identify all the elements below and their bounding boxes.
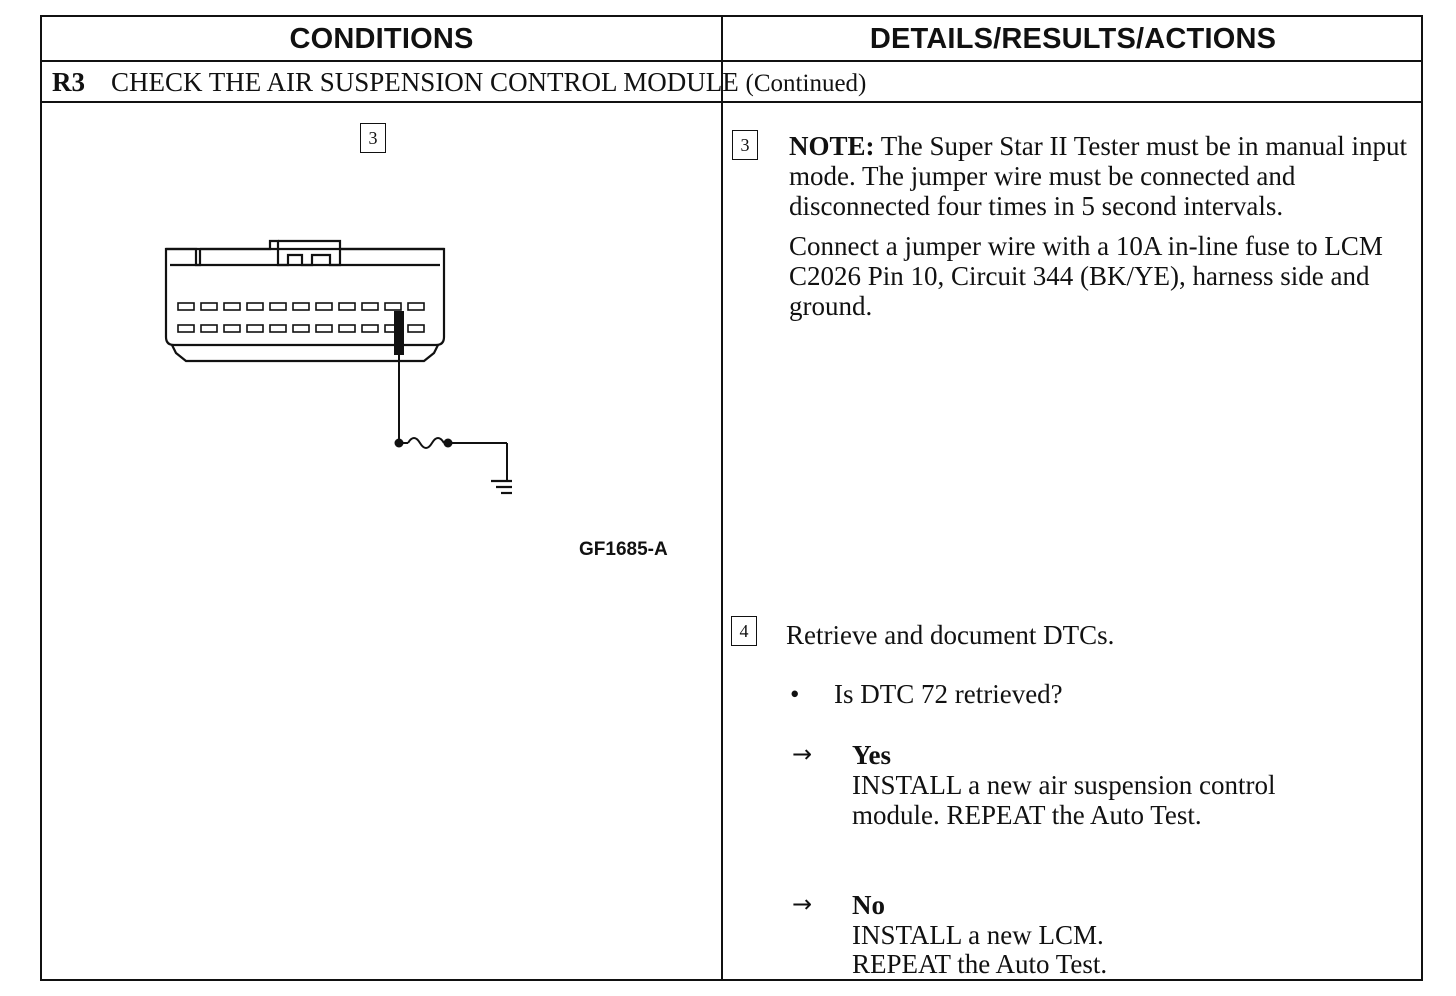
figure-id: GF1685-A — [579, 539, 668, 560]
yes-action-line1: INSTALL a new air suspension control — [852, 770, 1276, 800]
diagnostic-table: CONDITIONS DETAILS/RESULTS/ACTIONS R3 CHE… — [40, 15, 1423, 981]
section-divider — [42, 101, 1423, 103]
step-4-text: Retrieve and document DTCs. — [786, 620, 1115, 650]
column-divider — [721, 17, 723, 981]
section-code: R3 — [52, 67, 85, 97]
step-3-content: NOTE: The Super Star II Tester must be i… — [789, 131, 1429, 331]
no-arrow-icon: → — [792, 890, 813, 918]
step-3-box: 3 — [732, 130, 758, 160]
yes-arrow-icon: → — [792, 740, 813, 768]
step-3-note: NOTE: The Super Star II Tester must be i… — [789, 131, 1429, 221]
yes-label: Yes — [852, 740, 891, 770]
ground-symbol — [491, 479, 512, 495]
jumper-probe — [394, 311, 404, 355]
yes-action-line2: module. REPEAT the Auto Test. — [852, 800, 1202, 830]
fuse-terminal-right — [443, 438, 453, 448]
step-4-box: 4 — [731, 616, 757, 646]
no-action-line1: INSTALL a new LCM. — [852, 920, 1104, 950]
header-divider — [42, 60, 1423, 62]
fuse-terminal-left — [394, 438, 404, 448]
section-continued: (Continued) — [745, 70, 867, 97]
no-label: No — [852, 890, 885, 920]
connector-jumper-diagram — [164, 239, 512, 495]
no-action-line2: REPEAT the Auto Test. — [852, 949, 1108, 979]
connector-pins — [177, 302, 425, 333]
section-title: CHECK THE AIR SUSPENSION CONTROL MODULE — [111, 67, 739, 97]
conditions-header: CONDITIONS — [289, 23, 474, 55]
details-header: DETAILS/RESULTS/ACTIONS — [869, 23, 1277, 55]
note-label: NOTE: — [789, 131, 875, 161]
note-text: The Super Star II Tester must be in manu… — [789, 131, 1408, 221]
jumper-wire — [398, 355, 508, 481]
connector-c2026 — [164, 239, 446, 363]
section-title-row: R3 CHECK THE AIR SUSPENSION CONTROL MODUL… — [52, 63, 866, 101]
question-bullet: • — [790, 679, 800, 709]
question-text: Is DTC 72 retrieved? — [834, 679, 1063, 709]
left-step-box: 3 — [360, 123, 386, 153]
step-3-instruction: Connect a jumper wire with a 10A in-line… — [789, 231, 1383, 321]
